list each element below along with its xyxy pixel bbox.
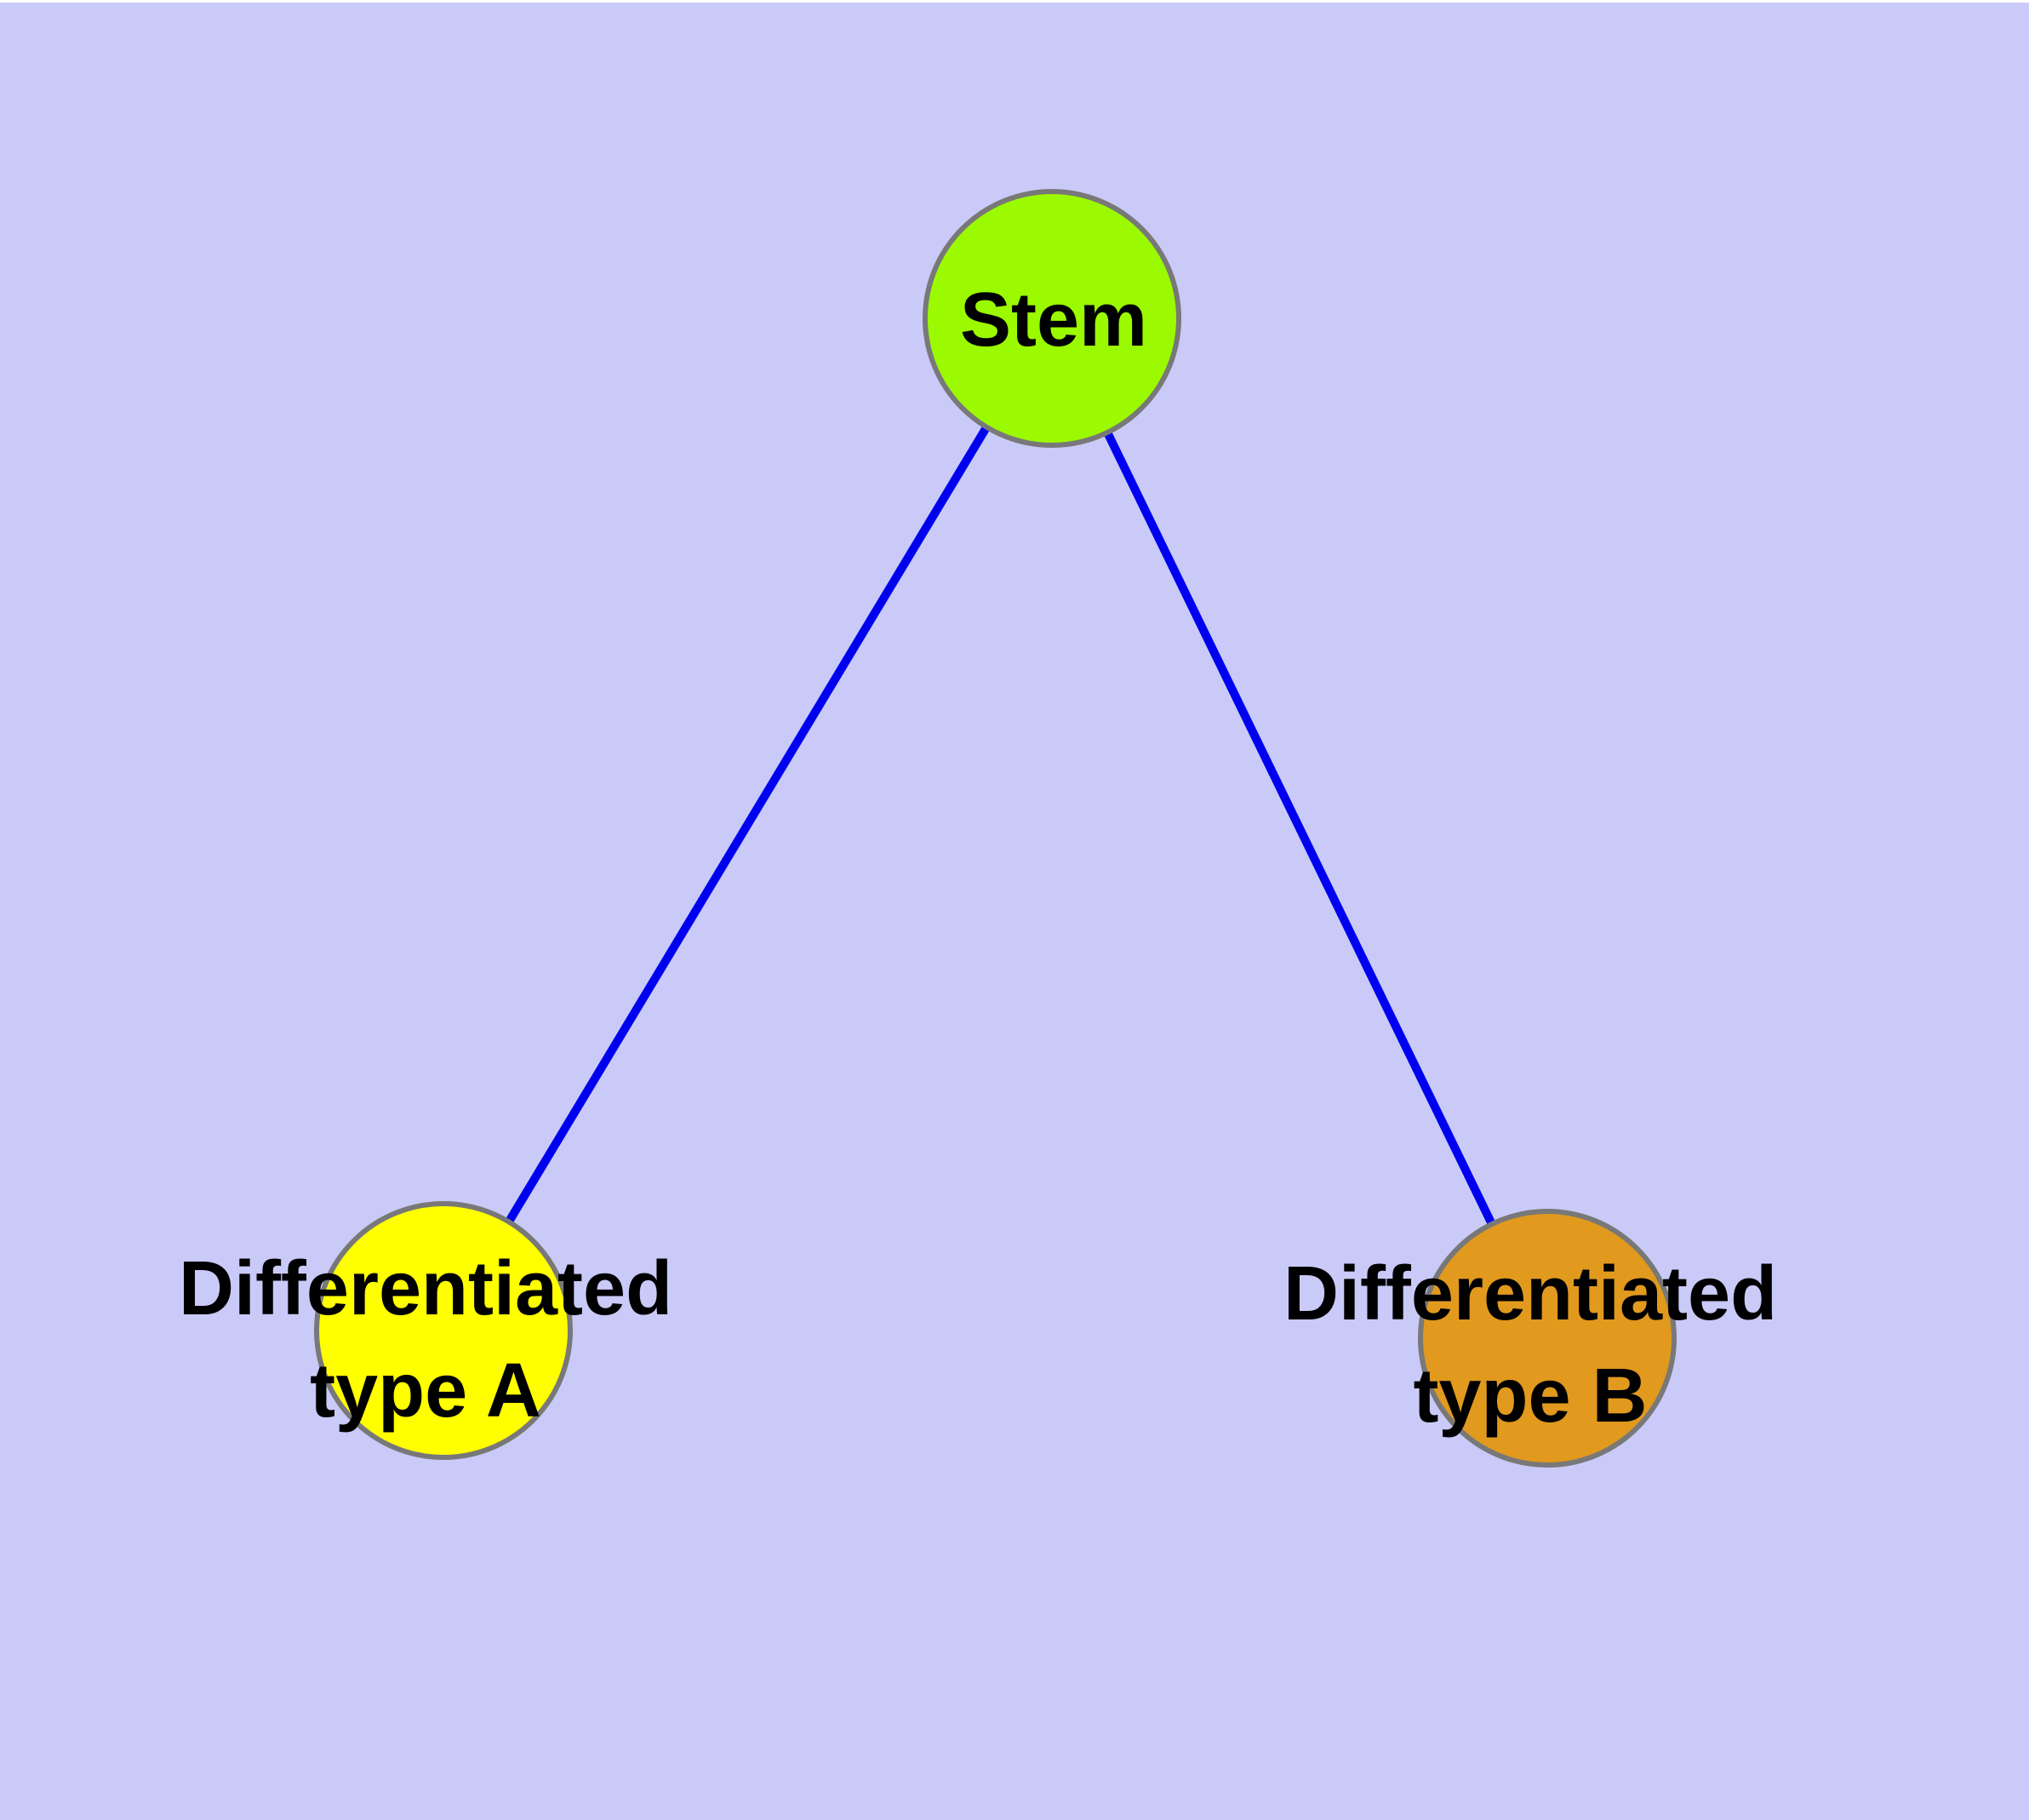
top-margin-strip <box>0 0 2029 3</box>
node-type-a-circle[interactable] <box>314 1201 573 1460</box>
node-stem-circle[interactable] <box>923 189 1181 448</box>
edge-stem-to-type-b <box>1048 316 1552 1341</box>
edge-stem-to-type-a <box>439 316 1056 1333</box>
node-type-b-circle[interactable] <box>1418 1209 1677 1468</box>
